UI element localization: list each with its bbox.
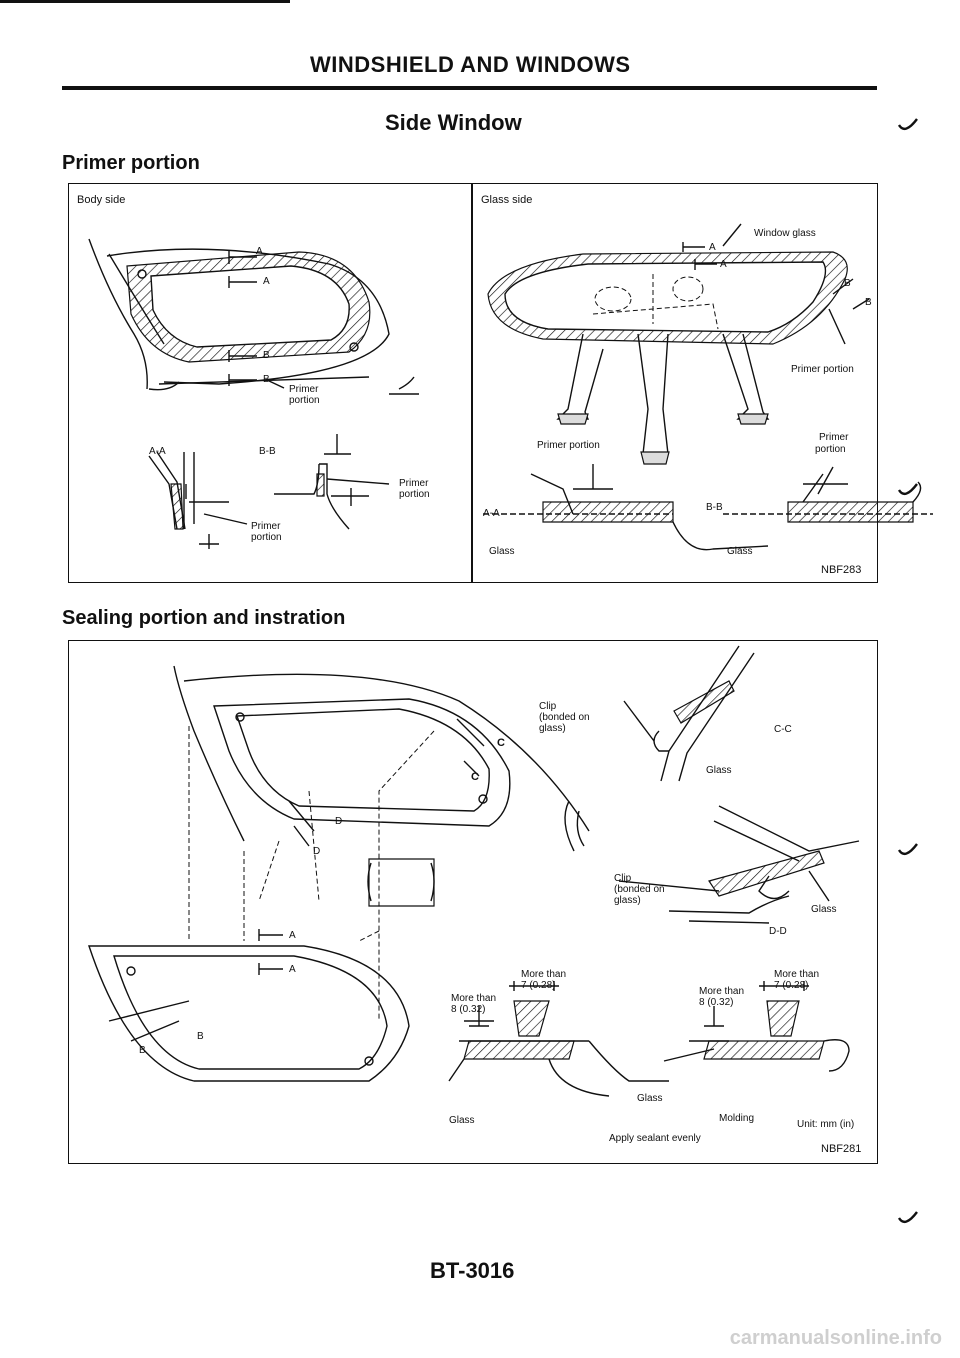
primer-figure-panel: Body side <box>68 183 933 583</box>
body-side-diagram <box>88 238 419 549</box>
top-edge-rule <box>0 0 290 3</box>
primer-portion-label: Primer portion <box>537 440 600 451</box>
section-d-label: D-D <box>769 926 787 937</box>
page-number: BT-3016 <box>430 1258 515 1283</box>
glass-side-label: Glass side <box>481 194 533 206</box>
dimension-label: More than <box>451 993 497 1004</box>
mark-a: A <box>289 930 296 941</box>
dimension-value: 7 (0.28) <box>521 980 556 991</box>
sealing-diagram <box>88 645 860 1097</box>
primer-label: Primer <box>399 478 429 489</box>
primer-label: Primer <box>819 432 849 443</box>
mark-d: D <box>313 846 321 857</box>
mark-b: B <box>844 278 851 289</box>
mark-b: B <box>865 297 872 308</box>
page-header-title: WINDSHIELD AND WINDOWS <box>310 52 631 77</box>
glass-label: Glass <box>727 546 753 557</box>
mark-a: A <box>256 246 263 257</box>
margin-tick-icon <box>897 483 918 496</box>
dimension-label: More than <box>521 969 567 980</box>
mark-a: A <box>263 276 270 287</box>
glass-label: Glass <box>706 765 732 776</box>
sealing-heading: Sealing portion and instration <box>62 607 346 629</box>
bonded-label: (bonded on <box>614 884 665 895</box>
mark-b: B <box>139 1045 146 1056</box>
mark-b: B <box>263 374 270 385</box>
bonded-label: (bonded on <box>539 712 590 723</box>
unit-label: Unit: mm (in) <box>797 1119 855 1130</box>
body-side-label: Body side <box>77 194 126 206</box>
glass-label: Glass <box>637 1093 663 1104</box>
mark-b: B <box>197 1031 204 1042</box>
section-title: Side Window <box>385 110 522 135</box>
section-b-label: B-B <box>259 446 276 457</box>
glass-label: glass) <box>614 895 641 906</box>
mark-a: A <box>289 964 296 975</box>
glass-label: Glass <box>449 1115 475 1126</box>
mark-b: B <box>263 350 270 361</box>
glass-label: Glass <box>489 546 515 557</box>
section-a-label: A-A <box>483 508 500 519</box>
section-a-label: A-A <box>149 446 166 457</box>
panel-divider <box>471 184 473 582</box>
figure-code: NBF281 <box>821 1143 862 1155</box>
mark-c: C <box>497 737 505 749</box>
margin-tick-icon <box>897 843 918 856</box>
dimension-label: More than <box>699 986 745 997</box>
glass-label: glass) <box>539 723 566 734</box>
mark-a: A <box>709 242 716 253</box>
figure-code: NBF283 <box>821 564 862 576</box>
primer-label: Primer <box>251 521 281 532</box>
portion-label: portion <box>399 489 430 500</box>
sealing-figure-panel: Clip (bonded on glass) C-C Glass C C D D… <box>68 640 878 1164</box>
section-c-label: C-C <box>774 724 792 735</box>
clip-label: Clip <box>614 873 632 884</box>
primer-heading: Primer portion <box>62 152 200 174</box>
mark-c: C <box>471 771 479 783</box>
header-rule <box>62 86 877 90</box>
mark-a: A <box>720 259 727 270</box>
dimension-value: 7 (0.28) <box>774 980 809 991</box>
primer-label: Primer <box>289 384 319 395</box>
dimension-value: 8 (0.32) <box>451 1004 486 1015</box>
apply-sealant-label: Apply sealant evenly <box>609 1133 701 1144</box>
glass-label: Glass <box>811 904 837 915</box>
window-glass-label: Window glass <box>754 228 816 239</box>
margin-tick-icon <box>897 118 918 131</box>
watermark: carmanualsonline.info <box>729 1327 942 1349</box>
clip-label: Clip <box>539 701 557 712</box>
mark-d: D <box>335 816 343 827</box>
molding-label: Molding <box>719 1113 755 1124</box>
portion-label: portion <box>289 395 320 406</box>
section-b-label: B-B <box>706 502 723 513</box>
glass-side-diagram <box>483 223 933 551</box>
portion-label: portion <box>815 444 846 455</box>
dimension-label: More than <box>774 969 820 980</box>
margin-tick-icon <box>897 1211 918 1224</box>
portion-label: portion <box>251 532 282 543</box>
dimension-value: 8 (0.32) <box>699 997 734 1008</box>
primer-portion-label: Primer portion <box>791 364 854 375</box>
